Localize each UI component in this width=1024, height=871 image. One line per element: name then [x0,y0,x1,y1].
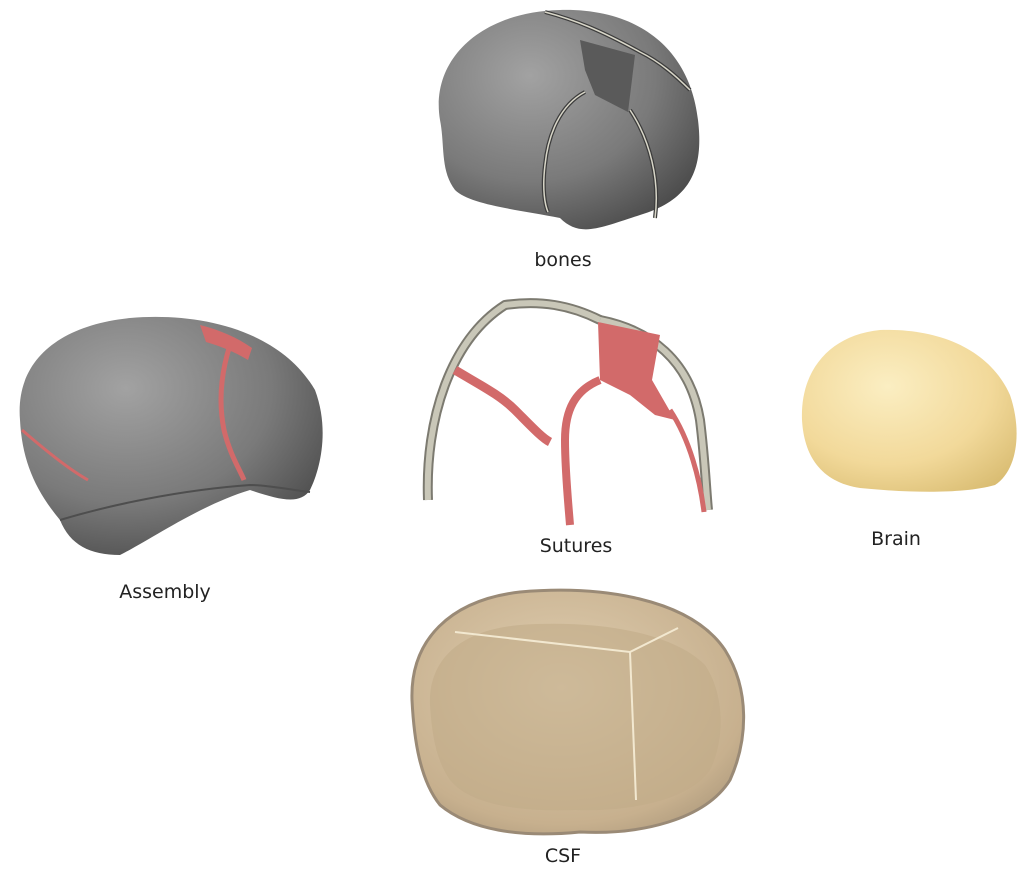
bones-model [439,10,700,229]
assembly-model [20,317,323,555]
sutures-label: Sutures [540,535,613,557]
brain-label: Brain [871,528,921,550]
brain-model [802,330,1017,492]
bones-label: bones [534,249,591,271]
assembly-label: Assembly [119,581,211,603]
sutures-model [428,303,708,525]
csf-label: CSF [545,845,581,867]
csf-model [412,590,744,834]
